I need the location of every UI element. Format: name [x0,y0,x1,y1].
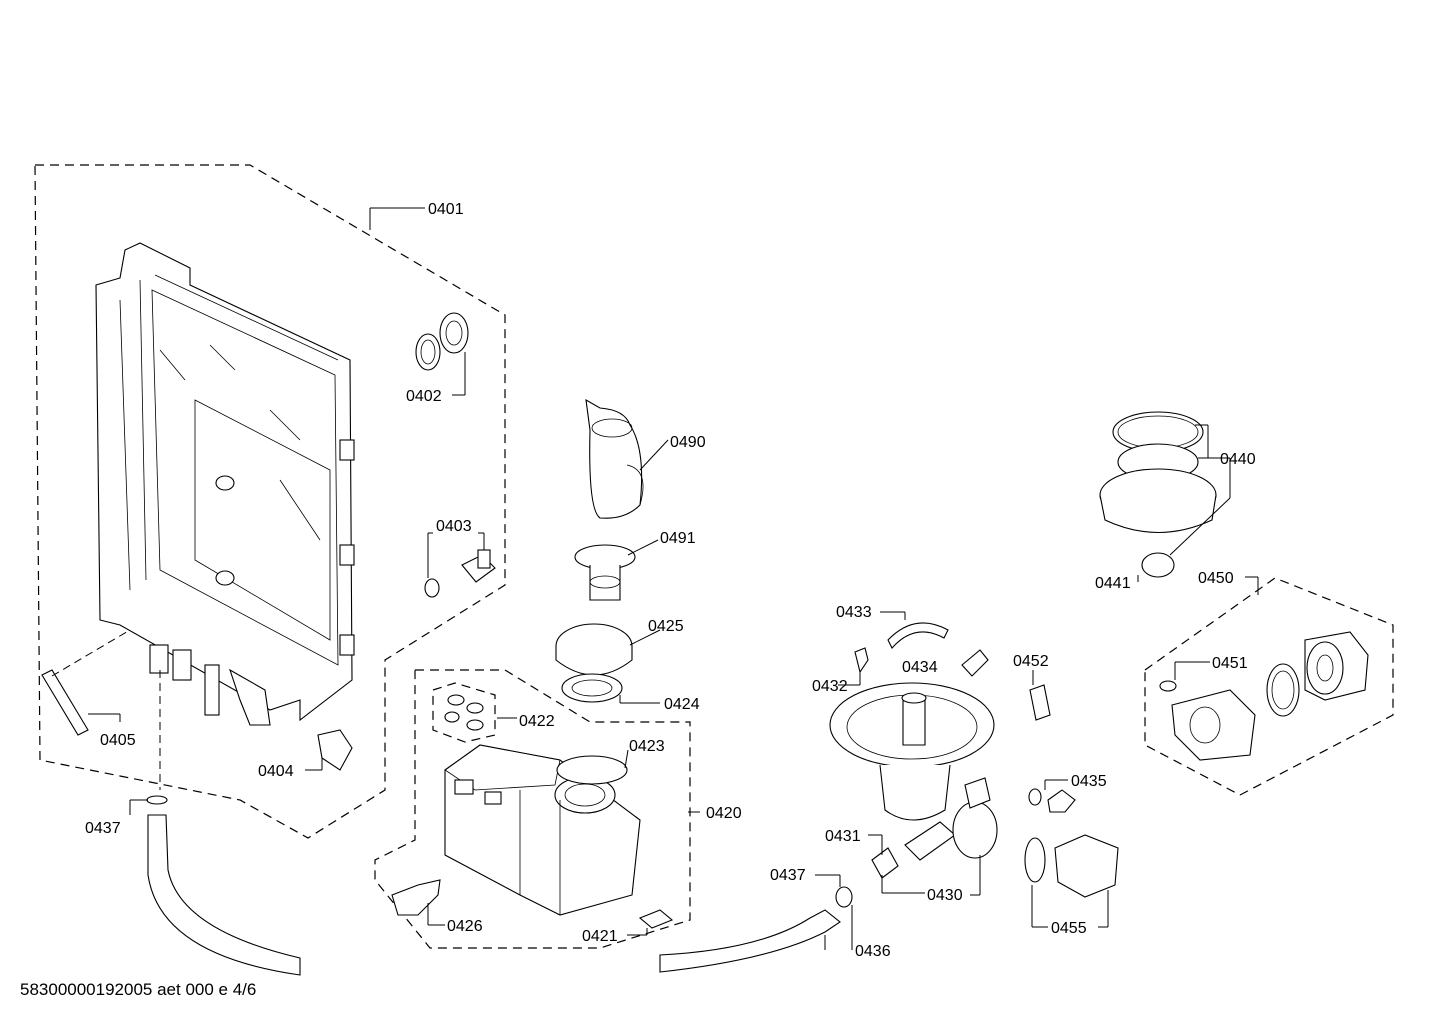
sensor-plug-part [391,879,445,926]
label-0422: 0422 [519,713,555,730]
label-0403: 0403 [436,518,472,535]
label-0452: 0452 [1013,653,1049,670]
pump-sump-part [829,682,998,896]
label-0421: 0421 [582,928,618,945]
sensor-part-0435 [1028,779,1076,813]
small-clip-part [627,909,674,936]
label-0437-right: 0437 [770,867,806,884]
clip-part-0452 [1029,670,1051,721]
label-0424: 0424 [664,696,700,713]
label-0451: 0451 [1212,655,1248,672]
screw-and-bracket-parts [838,611,989,686]
pump-motor-part [1024,834,1119,928]
clip-part [41,629,131,736]
label-0420: 0420 [706,805,742,822]
valve-connector-part [424,532,496,598]
drain-hose-right [659,874,853,973]
document-id-footer: 58300000192005 aet 000 e 4/6 [20,980,257,999]
label-0402: 0402 [406,388,442,405]
group-boundary-0401 [34,164,506,839]
label-0441: 0441 [1095,575,1131,592]
connector-nipple-part [868,834,925,894]
label-0433: 0433 [836,604,872,621]
label-0434: 0434 [902,659,938,676]
label-0423: 0423 [629,738,665,755]
label-0404: 0404 [258,763,294,780]
label-0431: 0431 [825,828,861,845]
label-0455: 0455 [1051,920,1087,937]
seal-set-part [432,682,517,743]
label-0436: 0436 [855,943,891,960]
label-0437-left: 0437 [85,820,121,837]
seal-ring-and-cap [415,312,469,396]
label-0490: 0490 [670,434,706,451]
label-0426: 0426 [447,918,483,935]
side-panel-part [95,242,355,726]
label-0405: 0405 [100,732,136,749]
group-boundary-0450 [1144,577,1394,796]
group-boundary-0420 [374,669,691,949]
water-softener-part [444,744,641,916]
label-0425: 0425 [648,618,684,635]
label-0430: 0430 [927,887,963,904]
label-0440: 0440 [1220,451,1256,468]
leader-lines [369,207,700,813]
sensor-part [305,729,353,771]
drain-hose-left [129,670,301,976]
cap-and-ring-part [555,623,661,704]
label-0491: 0491 [660,530,696,547]
label-0432: 0432 [812,678,848,695]
funnel-part [574,539,659,601]
label-0401: 0401 [428,201,464,218]
label-0435: 0435 [1071,773,1107,790]
circulation-pump-part [1159,576,1369,761]
jug-part [585,398,669,519]
heater-assembly-part [1099,411,1231,582]
label-0450: 0450 [1198,570,1234,587]
